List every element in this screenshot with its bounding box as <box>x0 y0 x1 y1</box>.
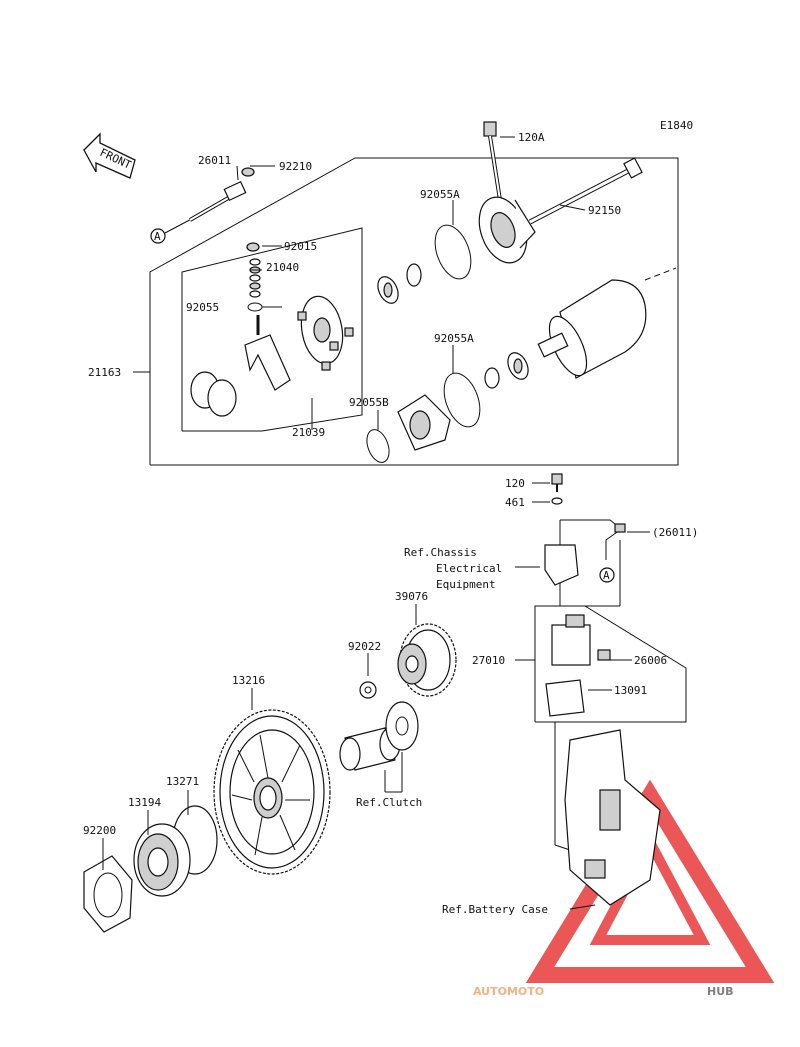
watermark-text-part2: HUB <box>707 985 734 998</box>
brush-holder <box>244 315 291 391</box>
label-92055a-mid: 92055A <box>434 332 474 345</box>
bearing-upper <box>377 263 422 304</box>
sleeve-clutch <box>339 701 419 771</box>
label-21163: 21163 <box>88 366 121 379</box>
label-92150: 92150 <box>588 204 621 217</box>
ref-chassis-line1: Ref.Chassis <box>404 546 477 559</box>
label-92055b: 92055B <box>349 396 389 409</box>
leader-lines-relay <box>515 482 650 910</box>
washer-92022 <box>359 681 377 699</box>
label-26011: 26011 <box>198 154 231 167</box>
label-92015: 92015 <box>284 240 317 253</box>
ref-chassis-line3: Equipment <box>436 578 496 591</box>
ref-a-circle-top <box>150 228 166 244</box>
relay-bracket <box>544 544 579 586</box>
cable-26011-ref <box>605 523 626 560</box>
leader-lines-clutch <box>102 604 417 870</box>
ref-a-circle-bottom <box>599 567 615 583</box>
diagram-code: E1840 <box>660 119 693 132</box>
bolt-120a <box>483 121 502 201</box>
watermark-text-part1: AUTOMOTO <box>473 985 544 998</box>
label-39076: 39076 <box>395 590 428 603</box>
ref-chassis-line2: Electrical <box>436 562 502 575</box>
label-21040: 21040 <box>266 261 299 274</box>
gear-13216 <box>213 709 331 875</box>
o-ring-92055b <box>366 429 390 463</box>
label-13271: 13271 <box>166 775 199 788</box>
watermark-logo: AUTOMOTO HUB <box>473 985 734 998</box>
cable-terminal-26011 <box>164 167 255 234</box>
washer-461 <box>551 497 563 505</box>
ref-battery-case: Ref.Battery Case <box>442 903 548 916</box>
gasket-92200 <box>83 855 133 933</box>
fuse-26006 <box>597 649 611 661</box>
ref-clutch: Ref.Clutch <box>356 796 422 809</box>
front-cover <box>397 394 451 451</box>
starter-assembly-outline <box>133 157 679 466</box>
label-461: 461 <box>505 496 525 509</box>
clutch-13194 <box>133 823 191 897</box>
relay-27010 <box>551 614 591 666</box>
label-13216: 13216 <box>232 674 265 687</box>
label-92055a-top: 92055A <box>420 188 460 201</box>
label-92200: 92200 <box>83 824 116 837</box>
label-120: 120 <box>505 477 525 490</box>
label-92055: 92055 <box>186 301 219 314</box>
battery-case <box>564 729 661 906</box>
brush-plate <box>297 295 354 371</box>
relay-cover-13091 <box>545 679 585 717</box>
leader-lines-top <box>236 136 586 430</box>
label-92210: 92210 <box>279 160 312 173</box>
label-21039: 21039 <box>292 426 325 439</box>
gear-39076 <box>397 623 457 697</box>
o-ring-92055a-mid <box>443 372 481 428</box>
label-13194: 13194 <box>128 796 161 809</box>
starter-motor <box>537 267 677 379</box>
ref-a-bottom: A <box>603 569 610 582</box>
front-arrow-icon: FRONT <box>83 132 136 179</box>
label-26006: 26006 <box>634 654 667 667</box>
bearing-lower <box>484 352 529 389</box>
yoke-sleeve <box>190 371 237 417</box>
end-cover <box>478 196 536 264</box>
label-120a: 120A <box>518 131 545 144</box>
label-27010: 27010 <box>472 654 505 667</box>
screw-120 <box>551 473 563 492</box>
o-ring-92055a-top <box>434 224 472 280</box>
label-26011-ref: (26011) <box>652 526 698 539</box>
ref-a-top: A <box>154 230 161 243</box>
label-92022: 92022 <box>348 640 381 653</box>
label-13091: 13091 <box>614 684 647 697</box>
washer-stack-21040 <box>246 242 263 312</box>
long-bolt-92150 <box>528 157 643 225</box>
